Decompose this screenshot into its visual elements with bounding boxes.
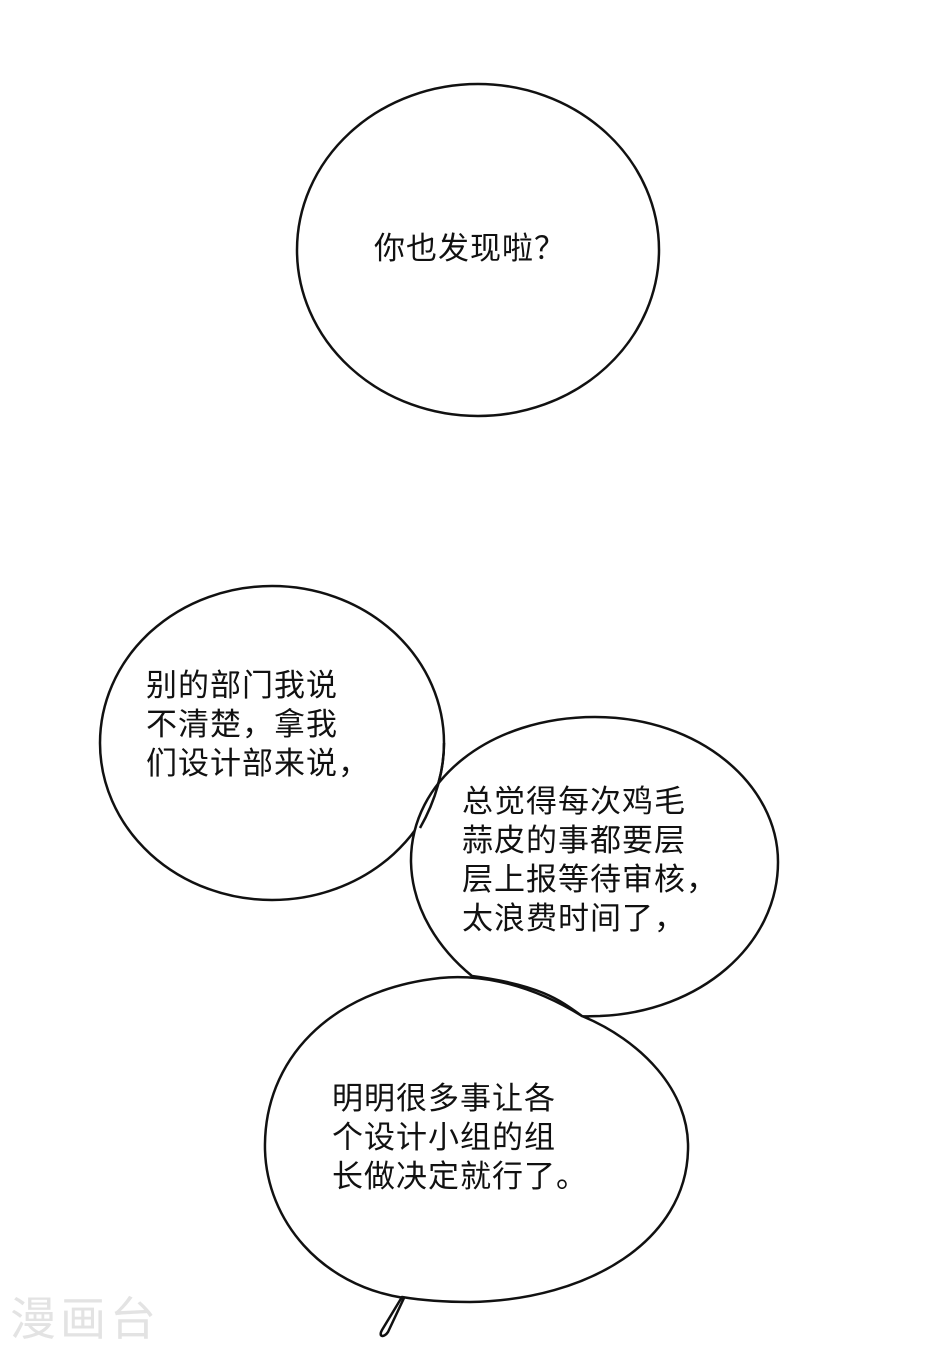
bubble-4-text: 明明很多事让各 个设计小组的组 长做决定就行了。 <box>332 1080 588 1197</box>
bubble-1-text: 你也发现啦？ <box>374 231 566 267</box>
bubble-4-line-3: 长做决定就行了。 <box>332 1159 588 1195</box>
bubble-2-line-1: 别的部门我说 <box>146 668 338 704</box>
speech-bubble-1 <box>295 82 661 418</box>
bubble-2-overlap-edge <box>418 742 446 829</box>
speech-bubble-4 <box>263 975 690 1338</box>
bubble-3-line-2: 蒜皮的事都要层 <box>462 823 686 859</box>
speech-bubble-3 <box>409 715 780 1018</box>
bubble-2-text: 别的部门我说 不清楚，拿我 们设计部来说， <box>146 667 370 784</box>
bubble-3-line-4: 太浪费时间了， <box>462 901 686 937</box>
bubble-3-line-3: 层上报等待审核， <box>462 862 718 898</box>
bubble-3-text: 总觉得每次鸡毛 蒜皮的事都要层 层上报等待审核， 太浪费时间了， <box>462 783 718 939</box>
bubble-4-line-2: 个设计小组的组 <box>332 1120 556 1156</box>
bubble-2-line-3: 们设计部来说， <box>146 746 370 782</box>
bubble-3-line-1: 总觉得每次鸡毛 <box>462 784 686 820</box>
watermark: 漫画台 <box>10 1292 160 1346</box>
bubble-4-line-1: 明明很多事让各 <box>332 1081 556 1117</box>
bubble-2-line-2: 不清楚，拿我 <box>146 707 338 743</box>
